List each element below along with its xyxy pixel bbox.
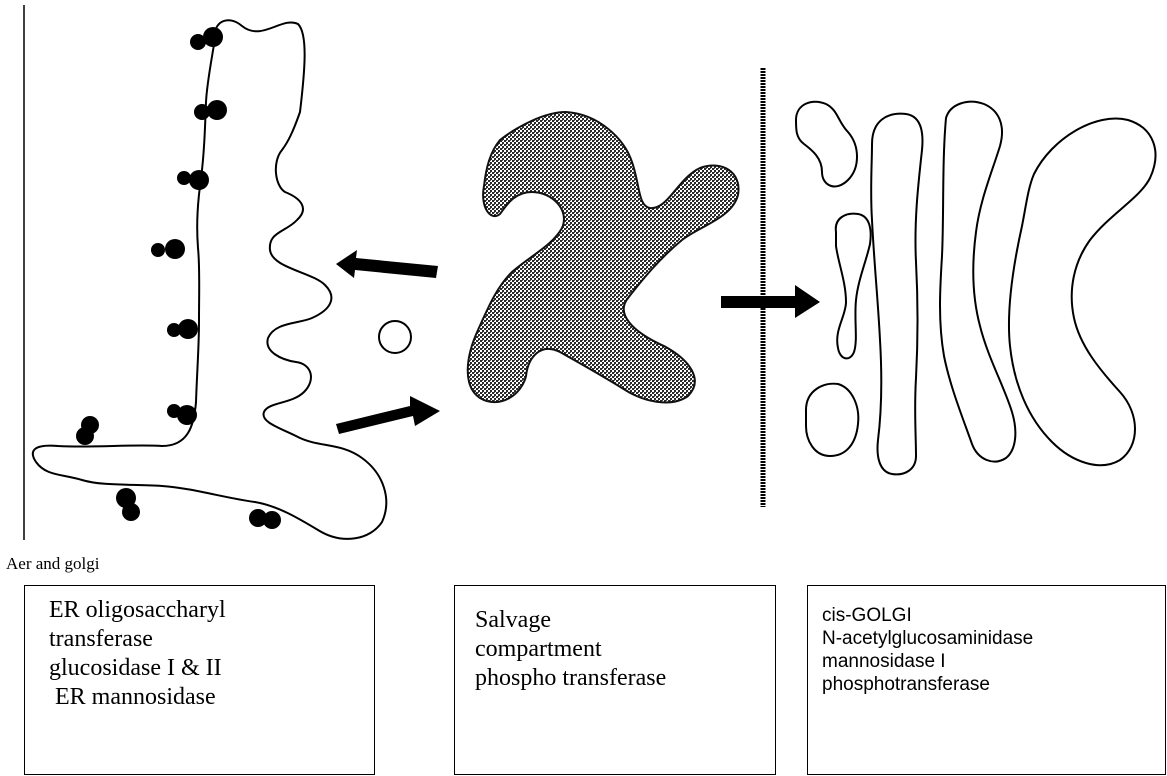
ribosome-3 (177, 170, 209, 190)
er-enzymes-box: ER oligosaccharyl transferase glucosidas… (24, 585, 375, 775)
ribosome-5 (167, 319, 198, 339)
er-golgi-diagram (0, 0, 1167, 560)
transport-vesicle (379, 321, 411, 353)
golgi-vesicle-bottom (806, 384, 858, 456)
salvage-compartment-box: Salvage compartment phospho transferase (454, 585, 776, 775)
arrow-anterograde (336, 396, 440, 434)
golgi-line: N-acetylglucosaminidase (822, 627, 1165, 650)
salvage-line: phospho transferase (475, 664, 775, 693)
ribosome-4 (151, 239, 185, 259)
ribosome-1 (190, 27, 223, 50)
er-enzymes-line: glucosidase I & II (49, 654, 374, 683)
golgi-line: phosphotransferase (822, 673, 1165, 696)
golgi-vesicle-top (796, 102, 857, 187)
golgi-stack (796, 102, 1155, 475)
ribosomes (76, 27, 281, 529)
ribosome-6 (167, 404, 197, 425)
ribosome-9 (249, 509, 281, 529)
golgi-cisterna-1 (871, 114, 922, 475)
golgi-cisterna-3 (1009, 119, 1156, 466)
ribosome-7 (76, 416, 99, 445)
ribosome-8 (116, 488, 140, 521)
figure-caption: Aer and golgi (6, 554, 99, 574)
er-outline (33, 20, 386, 539)
golgi-cisterna-2 (940, 102, 1015, 462)
golgi-vesicle-middle (836, 214, 871, 359)
ribosome-2 (194, 100, 227, 120)
arrow-retrograde (336, 250, 438, 278)
er-enzymes-line: ER oligosaccharyl (49, 596, 374, 625)
er-enzymes-line: transferase (49, 625, 374, 654)
cis-golgi-box: cis-GOLGI N-acetylglucosaminidase mannos… (807, 585, 1166, 775)
er-enzymes-line: ER mannosidase (49, 683, 374, 712)
arrow-to-golgi (721, 285, 820, 318)
golgi-line: mannosidase I (822, 650, 1165, 673)
salvage-compartment-shape (468, 112, 739, 402)
salvage-line: Salvage (475, 606, 775, 635)
salvage-line: compartment (475, 635, 775, 664)
golgi-line: cis-GOLGI (822, 604, 1165, 627)
